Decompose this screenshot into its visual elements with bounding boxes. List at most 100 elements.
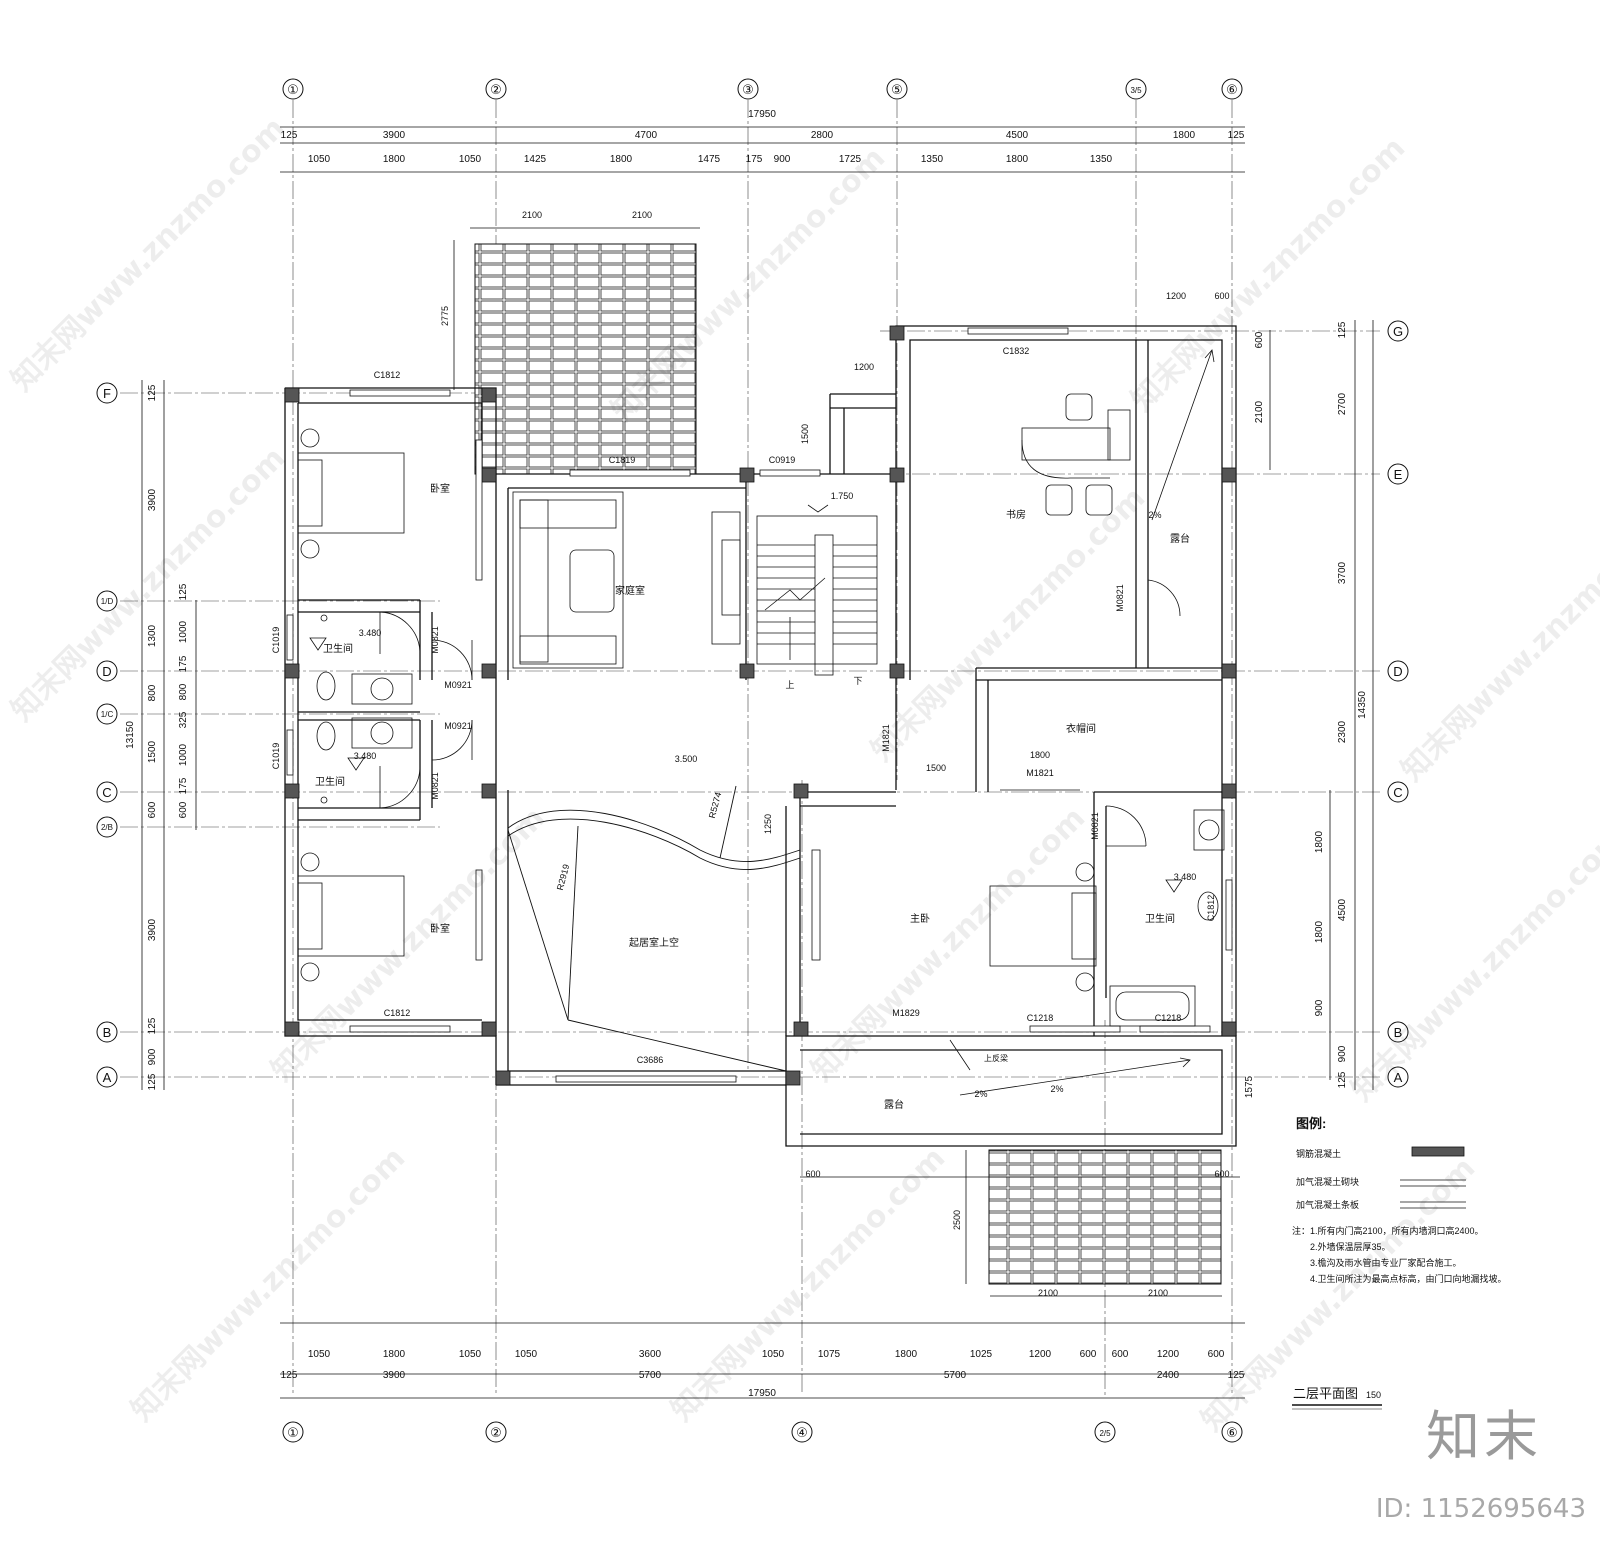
dim-text: 1050 <box>762 1349 785 1360</box>
axis-label: 3/5 <box>1130 86 1142 95</box>
elevation-label: 3.480 <box>354 751 377 761</box>
radius-label: R5274 <box>707 791 724 819</box>
door-label: M1821 <box>1026 768 1054 778</box>
axis-bubble <box>485 78 507 100</box>
door-label: M0821 <box>430 772 440 800</box>
legend-note: 3.檐沟及雨水管由专业厂家配合施工。 <box>1310 1257 1462 1268</box>
dim-text: 900 <box>1337 1045 1348 1062</box>
room-closet: 衣帽间 <box>1066 722 1096 735</box>
dim-text: 1350 <box>1090 154 1113 165</box>
axis-label: B <box>103 1025 112 1040</box>
dim-text: 1000 <box>178 620 189 643</box>
window-label: C1019 <box>271 627 281 654</box>
dim-text: 1500 <box>926 763 946 773</box>
dim-text: 1300 <box>147 624 158 647</box>
dim-text: 600 <box>1208 1349 1225 1360</box>
dim-text: 125 <box>1228 130 1245 141</box>
dim-text: 1075 <box>818 1349 841 1360</box>
axis-label: ② <box>490 1425 502 1440</box>
axis-label: D <box>102 664 111 679</box>
axis-label: 2/B <box>101 823 113 832</box>
dim-text: 1800 <box>383 154 406 165</box>
dim-text: 125 <box>147 1073 158 1090</box>
door-label: M0821 <box>1090 812 1100 840</box>
axis-bubble <box>1387 463 1409 485</box>
axis-bubble <box>1387 1021 1409 1043</box>
room-bedroom-bottom: 卧室 <box>430 922 450 935</box>
axis-label: F <box>103 386 111 401</box>
dim-text: 125 <box>1337 1071 1348 1088</box>
window-label: C1812 <box>374 370 401 380</box>
dim-text: 1800 <box>1173 130 1196 141</box>
dim-text: 900 <box>774 154 791 165</box>
radius-label: R2919 <box>555 863 572 891</box>
axis-bubble <box>1221 78 1243 100</box>
dim-text: 1800 <box>610 154 633 165</box>
dim-text: 1500 <box>147 740 158 763</box>
dim-text: 125 <box>1228 1370 1245 1381</box>
dim-text: 3900 <box>383 1370 406 1381</box>
dim-text: 2775 <box>440 306 450 326</box>
dim-text: 125 <box>147 1017 158 1034</box>
dim-text: 800 <box>178 683 189 700</box>
room-bath-bottom: 卫生间 <box>315 775 345 788</box>
dim-text: 1800 <box>1006 154 1029 165</box>
axis-label: ⑥ <box>1226 82 1238 97</box>
axis-label: ① <box>287 82 299 97</box>
axis-label: A <box>103 1070 112 1085</box>
dim-text: 3900 <box>147 488 158 511</box>
dim-text: 1800 <box>895 1349 918 1360</box>
dim-text: 1350 <box>921 154 944 165</box>
dim-text: 125 <box>1337 321 1348 338</box>
window-label: C1218 <box>1155 1013 1182 1023</box>
axis-label: G <box>1393 324 1403 339</box>
room-family: 家庭室 <box>615 584 645 597</box>
brand-logo: 知末 <box>1426 1405 1542 1468</box>
elevation-label: 1.750 <box>831 491 854 501</box>
dim-text: 1000 <box>178 743 189 766</box>
dim-text: 2700 <box>1337 392 1348 415</box>
axis-label: ① <box>287 1425 299 1440</box>
dim-text: 1800 <box>383 1349 406 1360</box>
axis-bubble <box>1387 781 1409 803</box>
dim-text: 1200 <box>1166 291 1186 301</box>
dim-text: 175 <box>746 154 763 165</box>
axis-label: 1/C <box>101 710 114 719</box>
slope-label: 2% <box>974 1089 987 1099</box>
axis-bubble <box>1387 1066 1409 1088</box>
axis-bubble <box>886 78 908 100</box>
dim-text: 125 <box>178 583 189 600</box>
legend-item: 钢筋混凝土 <box>1296 1148 1341 1159</box>
dim-text: 1500 <box>800 424 810 444</box>
door-label: M1829 <box>892 1008 920 1018</box>
window-label: C1812 <box>384 1008 411 1018</box>
axis-label: ⑤ <box>891 82 903 97</box>
dim-text: 4700 <box>635 130 658 141</box>
axis-bubble <box>96 1066 118 1088</box>
room-bedroom-top: 卧室 <box>430 482 450 495</box>
dim-text: 1050 <box>308 1349 331 1360</box>
dim-text: 2500 <box>952 1210 962 1230</box>
dim-text: 900 <box>1314 999 1325 1016</box>
axis-bubble <box>96 781 118 803</box>
dim-text: 1725 <box>839 154 862 165</box>
door-label: M0921 <box>444 680 472 690</box>
window-label: C1812 <box>1206 895 1216 922</box>
legend-title: 图例: <box>1296 1116 1326 1131</box>
axis-label: ⑥ <box>1226 1425 1238 1440</box>
axis-label: C <box>1393 785 1402 800</box>
dim-text: 1475 <box>698 154 721 165</box>
elevation-label: 3.480 <box>359 628 382 638</box>
axis-bubble <box>96 1021 118 1043</box>
dim-text: 1200 <box>854 362 874 372</box>
dim-text: 1800 <box>1314 830 1325 853</box>
dim-text: 2100 <box>632 210 652 220</box>
dim-text: 125 <box>281 130 298 141</box>
door-label: M0821 <box>430 626 440 654</box>
window-label: C0919 <box>769 455 796 465</box>
dim-text: 1575 <box>1244 1075 1255 1098</box>
room-void: 起居室上空 <box>629 936 679 949</box>
dim-text: 1050 <box>308 154 331 165</box>
axis-bubble <box>1387 660 1409 682</box>
